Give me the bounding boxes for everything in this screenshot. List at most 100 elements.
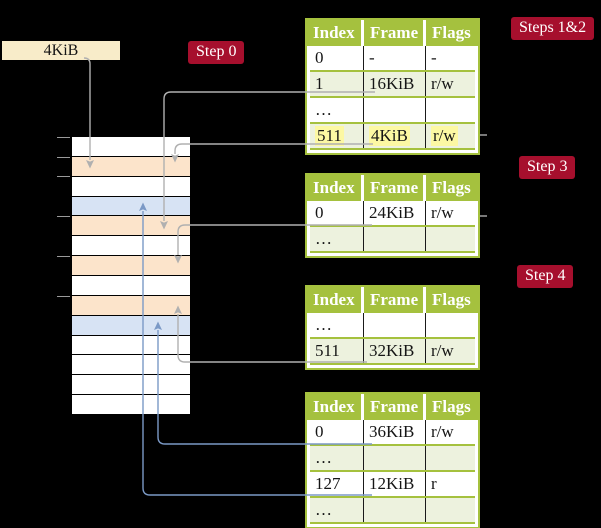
memory-tick [57,175,70,177]
label-step-4: Step 4 [517,265,574,288]
page-table-3: Index Frame Flags … 511 32KiB r/w [305,285,480,370]
header-flags: Flags [432,23,471,42]
table-4-header: Index Frame Flags [307,394,478,420]
cell-flags: - [431,48,437,67]
header-index: Index [307,175,364,201]
cell-index: … [310,498,364,522]
header-frame: Frame [364,394,426,420]
memory-tick [57,295,70,297]
memory-row-11-white [72,335,190,356]
cell-flags [426,498,475,522]
memory-row-9-peach [72,295,190,316]
memory-row-4-blue [72,196,190,217]
frame-4kib-label: 4KiB [43,41,79,59]
cell-index: 127 [310,472,364,496]
cell-frame: - [364,46,426,70]
memory-tick [57,136,70,138]
cell-flags: r [431,474,437,493]
memory-row-10-blue [72,315,190,336]
memory-row-7-peach [72,256,190,277]
cell-index: 0 [310,46,364,70]
cell-index: … [310,313,364,337]
cell-frame [364,498,426,522]
cell-index: … [310,227,364,251]
table-row: 0 24KiB r/w [310,201,475,227]
cell-index: 511 [310,124,364,148]
memory-tick [57,156,70,158]
memory-row-14-white [72,395,190,416]
memory-row-8-white [72,276,190,296]
header-flags: Flags [432,290,471,309]
cell-flags: r/w [426,124,475,148]
header-index: Index [307,20,364,46]
page-table-1: Index Frame Flags 0 - - 1 16KiB r/w … 51… [305,18,480,155]
cell-flags: r/w [431,74,454,93]
physical-memory-stack [57,136,190,416]
cell-frame [364,227,426,251]
cell-flags: r/w [431,203,454,222]
header-flags: Flags [432,397,471,416]
header-index: Index [307,287,364,313]
table-row: … [310,498,475,524]
table-row: … [310,98,475,124]
highlight-index: 511 [315,126,344,146]
memory-row-6-white [72,236,190,257]
cell-frame: 24KiB [364,201,426,225]
header-flags: Flags [432,178,471,197]
page-table-4: Index Frame Flags 0 36KiB r/w … 127 12Ki… [305,392,480,528]
memory-row-5-peach [72,216,190,237]
table-row: … [310,313,475,339]
memory-row-13-white [72,375,190,396]
page-table-2: Index Frame Flags 0 24KiB r/w … [305,173,480,258]
memory-tick [57,215,70,217]
table-row-highlighted: 511 4KiB r/w [310,124,475,150]
cell-flags [426,227,475,251]
frame-4kib-box: 4KiB [2,41,120,60]
header-frame: Frame [364,287,426,313]
cell-frame [364,98,426,122]
cell-frame [364,313,426,337]
table-row: 1 16KiB r/w [310,72,475,98]
memory-row-3-white [72,176,190,197]
cell-flags [426,446,475,470]
cell-flags: r/w [431,422,454,441]
memory-row-1-white [72,137,190,157]
stub-mark [480,134,487,136]
cell-frame: 36KiB [364,420,426,444]
highlight-flags: r/w [431,126,458,146]
memory-row-2-peach [72,156,190,177]
cell-flags [426,98,475,122]
cell-flags: r/w [431,341,454,360]
highlight-frame: 4KiB [369,126,410,146]
header-index: Index [307,394,364,420]
cell-frame [364,446,426,470]
memory-row-12-white [72,355,190,376]
cell-index: … [310,98,364,122]
cell-index: … [310,446,364,470]
table-2-header: Index Frame Flags [307,175,478,201]
label-step-0: Step 0 [188,41,245,64]
cell-flags [426,313,475,337]
table-row: … [310,446,475,472]
label-step-3: Step 3 [519,156,576,179]
table-row: 511 32KiB r/w [310,339,475,365]
table-row: 0 - - [310,46,475,72]
cell-index: 0 [310,201,364,225]
memory-tick [57,255,70,257]
cell-index: 511 [310,339,364,363]
cell-frame: 32KiB [364,339,426,363]
cell-index: 1 [310,72,364,96]
table-row: 127 12KiB r [310,472,475,498]
stub-mark [480,215,487,217]
table-3-header: Index Frame Flags [307,287,478,313]
cell-frame: 12KiB [364,472,426,496]
header-frame: Frame [364,20,426,46]
cell-index: 0 [310,420,364,444]
table-row: 0 36KiB r/w [310,420,475,446]
table-1-header: Index Frame Flags [307,20,478,46]
table-row: … [310,227,475,253]
label-steps-1-2: Steps 1&2 [511,17,595,40]
cell-frame: 4KiB [364,124,426,148]
cell-frame: 16KiB [364,72,426,96]
